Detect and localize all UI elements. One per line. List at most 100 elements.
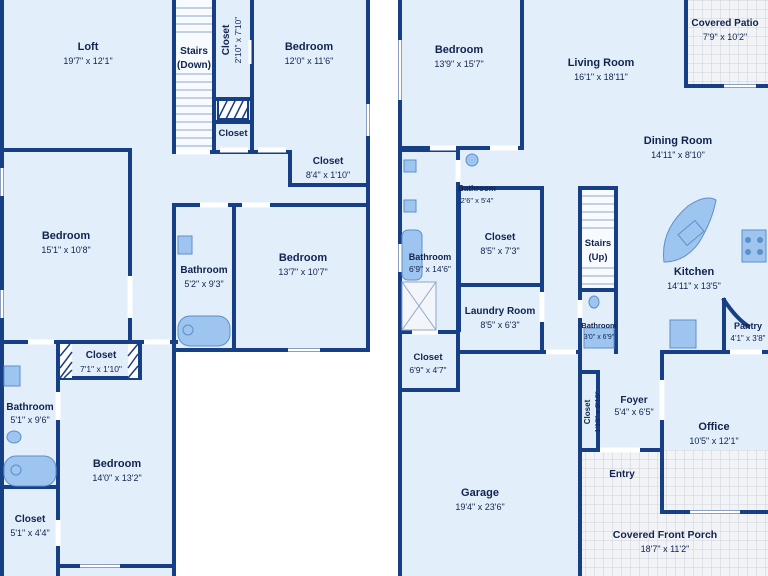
room-covered-patio: Covered Patio 7'9" x 10'2" — [691, 18, 758, 42]
room-dimensions: 5'2" x 9'3" — [184, 279, 223, 289]
sink-icon — [583, 327, 615, 349]
room-dimensions: 19'4" x 23'6" — [455, 502, 504, 512]
room-name: Bathroom — [458, 184, 496, 193]
room-name: Closet — [583, 399, 592, 424]
room-dimensions: 14'0" x 13'2" — [92, 473, 141, 483]
patio-tiles — [686, 0, 768, 86]
room-loft: Loft 19'7" x 12'1" — [63, 41, 112, 66]
room-dimensions: 8'5" x 6'3" — [480, 320, 519, 330]
bathtub-icon — [3, 455, 57, 487]
room-name: Bedroom — [42, 230, 91, 242]
room-name: Closet — [15, 514, 46, 525]
room-dimensions: 7'1" x 1'10" — [80, 364, 122, 374]
room-bedroom-west: Bedroom 15'1" x 10'8" — [41, 230, 90, 255]
room-closet-walkin: Closet 8'5" x 7'3" — [480, 232, 519, 256]
room-dimensions: 8'5" x 7'3" — [480, 246, 519, 256]
stairs-down-treads — [176, 0, 212, 152]
room-dimensions: 8'4" x 1'10" — [306, 170, 350, 180]
room-dimensions: 14'11" x 8'10" — [651, 150, 705, 160]
room-subtitle: (Down) — [177, 60, 211, 71]
room-name: Foyer — [620, 395, 647, 406]
room-dimensions: 5'4" x 6'5" — [614, 407, 653, 417]
room-name: Garage — [461, 487, 499, 499]
room-name: Bathroom — [6, 402, 53, 413]
room-dimensions: 13'7" x 10'7" — [278, 267, 327, 277]
room-garage: Garage 19'4" x 23'6" — [455, 487, 504, 512]
sink-icon — [403, 159, 417, 173]
room-name: Dining Room — [644, 135, 713, 147]
room-bedroom-main: Bedroom 13'9" x 15'7" — [434, 44, 483, 69]
room-name: Kitchen — [674, 266, 715, 278]
room-foyer: Foyer 5'4" x 6'5" — [614, 395, 653, 417]
room-entry: Entry — [609, 469, 635, 480]
room-name: Stairs — [180, 46, 208, 57]
room-name: Bedroom — [435, 44, 484, 56]
room-stairs-down: Stairs (Down) — [177, 46, 211, 71]
room-office: Office 10'5" x 12'1" — [689, 421, 738, 446]
room-dimensions: 6'9" x 4'7" — [409, 365, 446, 375]
room-dimensions: 2'10" x 7'10" — [233, 17, 243, 64]
sink-icon — [403, 199, 417, 213]
room-name: Closet — [86, 350, 117, 361]
toilet-icon — [588, 295, 600, 309]
room-closet-foyer: Closet 1'10" x 8'10" — [583, 391, 602, 432]
room-dimensions: 16'1" x 18'11" — [574, 72, 628, 82]
room-living: Living Room 16'1" x 18'11" — [568, 57, 635, 82]
room-bedroom-south: Bedroom 14'0" x 13'2" — [92, 458, 141, 483]
room-name: Loft — [78, 41, 99, 53]
room-dimensions: 13'9" x 15'7" — [434, 59, 483, 69]
room-dimensions: 3'0" x 6'9" — [584, 334, 615, 341]
room-dimensions: 14'11" x 13'5" — [667, 281, 721, 291]
room-closet-hall: Closet 8'4" x 1'10" — [306, 156, 350, 180]
room-bedroom-east: Bedroom 13'7" x 10'7" — [278, 252, 327, 277]
room-name: Covered Patio — [691, 18, 758, 29]
room-bathroom-half: Bathroom 3'0" x 6'9" — [581, 321, 617, 341]
room-dimensions: 18'7" x 11'2" — [641, 544, 690, 554]
room-name: Closet — [413, 352, 443, 363]
room-name: Laundry Room — [465, 306, 536, 317]
room-name: Bedroom — [279, 252, 328, 264]
room-name: Covered Front Porch — [613, 529, 717, 541]
room-name: Closet — [221, 24, 232, 55]
room-name: Office — [698, 421, 729, 433]
toilet-icon — [6, 430, 22, 444]
downstairs-fixtures — [401, 153, 767, 349]
room-closet-garage: Closet 6'9" x 4'7" — [409, 352, 446, 375]
room-dimensions: 10'5" x 12'1" — [689, 436, 738, 446]
room-closet-mid: Closet 7'1" x 1'10" — [80, 350, 122, 374]
room-closet-small: Closet — [218, 128, 248, 139]
room-subtitle: (Up) — [589, 252, 608, 263]
room-laundry: Laundry Room 8'5" x 6'3" — [465, 306, 536, 330]
room-dimensions: 15'1" x 10'8" — [41, 245, 90, 255]
room-name: Pantry — [734, 321, 762, 331]
room-name: Bathroom — [180, 265, 227, 276]
room-dimensions: 6'9" x 14'6" — [409, 264, 451, 274]
room-closet-vertical: Closet 2'10" x 7'10" — [221, 17, 243, 64]
room-dimensions: 4'1" x 3'8" — [731, 334, 766, 343]
room-dimensions: 1'10" x 8'10" — [593, 391, 602, 432]
room-stairs-up: Stairs (Up) — [585, 238, 611, 263]
upstairs-plan: Loft 19'7" x 12'1" Stairs (Down) Closet … — [0, 0, 370, 576]
bathtub-icon — [177, 315, 231, 347]
downstairs-plan: Bedroom 13'9" x 15'7" Living Room 16'1" … — [398, 0, 768, 576]
room-dining: Dining Room 14'11" x 8'10" — [644, 135, 713, 160]
upstairs-fixtures — [3, 235, 231, 487]
room-bathroom-main: Bathroom 6'9" x 14'6" — [409, 252, 452, 274]
room-name: Living Room — [568, 57, 635, 69]
stairs-up-treads — [582, 188, 614, 290]
room-dimensions: 2'6" x 5'4" — [461, 196, 494, 205]
toilet-icon — [465, 153, 479, 167]
room-dimensions: 5'1" x 9'6" — [10, 415, 49, 425]
room-name: Closet — [485, 232, 516, 243]
room-dimensions: 5'1" x 4'4" — [10, 528, 49, 538]
room-name: Bathroom — [409, 252, 452, 262]
room-bathroom-mid: Bathroom 5'2" x 9'3" — [180, 265, 227, 289]
bathtub-icon — [401, 229, 423, 281]
sink-icon — [3, 365, 21, 387]
room-kitchen: Kitchen 14'11" x 13'5" — [667, 266, 721, 291]
room-name: Entry — [609, 469, 635, 480]
room-name: Bedroom — [285, 41, 334, 53]
room-bathroom-sw: Bathroom 5'1" x 9'6" — [6, 402, 53, 425]
room-pantry: Pantry 4'1" x 3'8" — [731, 321, 766, 343]
